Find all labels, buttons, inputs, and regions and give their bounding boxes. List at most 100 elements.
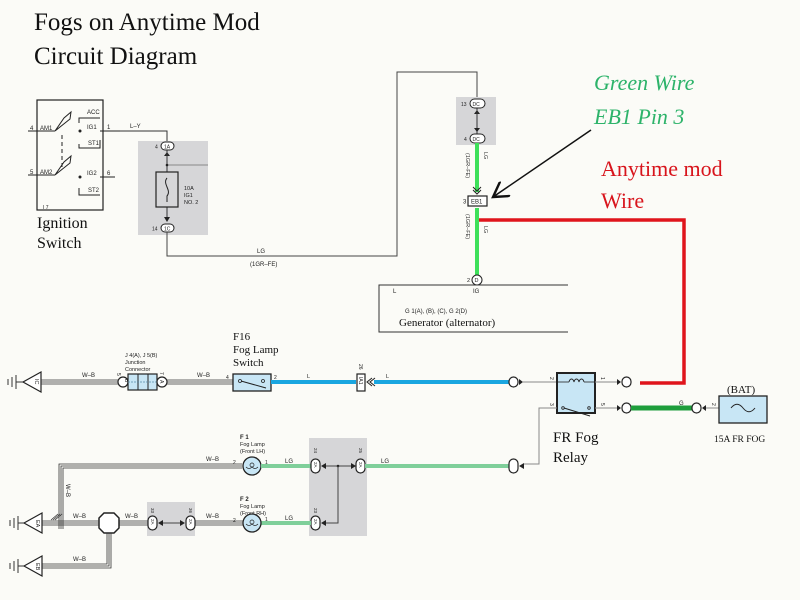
ignition-switch-ref: I 7 xyxy=(43,205,49,211)
relay-pin2: 2 xyxy=(548,377,554,380)
generator-refs: G 1(A), (B), (C), G 2(D) xyxy=(405,309,467,315)
wire-wb-33 xyxy=(118,520,148,526)
fog-lamp-switch: F16 Fog Lamp Switch 4 2 xyxy=(226,331,279,392)
fog-lh-pin-in: 2 xyxy=(233,460,236,466)
relay-pin1: 1 xyxy=(599,377,605,380)
wire-lg-upper-note: (1GR–FE) xyxy=(464,153,470,178)
annotation-anytime-line2: Wire xyxy=(601,188,644,213)
fog-switch-ref: F16 xyxy=(233,331,251,343)
connector-1a-label: 1A xyxy=(164,145,171,151)
generator-pin-d: D xyxy=(475,278,479,284)
junction-pin-left-num: 5 xyxy=(115,373,121,376)
connector-dc-top-label: DC xyxy=(473,102,481,108)
junction-label-line1: J 4(A), J 5(B) xyxy=(125,353,158,359)
wire-wb-label-vert: W–B xyxy=(64,484,70,497)
wire-wb-lh xyxy=(58,463,242,529)
fog-switch-label-line3: Switch xyxy=(233,357,264,369)
relay-name-line2: Relay xyxy=(553,450,588,466)
wire-l-label-1: L xyxy=(307,374,310,380)
connector-2a-label-33: 2A xyxy=(150,519,155,525)
fuse-fog-source: (BAT) xyxy=(727,384,755,396)
relay-connector-pin1 xyxy=(617,376,632,388)
connector-2a-pin23-num: 23 xyxy=(313,508,318,514)
pin-am2-num: 5 xyxy=(30,170,34,176)
annotation-green-wire-line2: EB1 Pin 3 xyxy=(593,104,684,129)
wire-wb-rh xyxy=(195,520,243,526)
wire-l-y xyxy=(120,130,168,142)
ground-ea-label: EA xyxy=(34,520,40,528)
ignition-switch-label-line1: Ignition xyxy=(37,215,88,232)
ignition-switch-label-line2: Switch xyxy=(37,235,81,252)
wire-wb-2 xyxy=(167,379,233,385)
fr-fog-relay: 2 1 3 5 FR Fog Relay xyxy=(548,372,605,466)
ground-ic: IC xyxy=(7,370,42,394)
wire-l-y-label: L–Y xyxy=(130,124,141,130)
connector-1a-num: 4 xyxy=(155,145,158,151)
splice-junction xyxy=(98,512,120,534)
fuse-ig1-name: IG1 xyxy=(184,193,193,199)
wire-wb-label-eb: W–B xyxy=(73,557,86,563)
junction-pin-right: A xyxy=(158,380,164,384)
wire-wb-1 xyxy=(41,379,120,385)
pin-st2-label: ST2 xyxy=(88,188,100,194)
annotation-green-wire-line1: Green Wire xyxy=(594,70,695,95)
fuse-fr-fog: 2 (BAT) 15A FR FOG xyxy=(691,384,768,445)
ground-ic-label: IC xyxy=(33,379,39,385)
connector-eb1 xyxy=(467,195,488,207)
dc-connector-block: DC 13 DC 4 xyxy=(456,97,496,145)
wire-wb-label-ea: W–B xyxy=(73,514,86,520)
wire-wb-label-33: W–B xyxy=(125,514,138,520)
wire-lg-label-relay: LG xyxy=(381,459,389,465)
junction-pin-left: B xyxy=(123,379,129,383)
pin-ig1-num: 1 xyxy=(107,125,111,131)
fog-switch-pin-out: 2 xyxy=(274,375,277,381)
wire-wb-label-2: W–B xyxy=(197,373,210,379)
fog-switch-pin-in: 4 xyxy=(226,375,229,381)
wire-l-label-2: L xyxy=(386,374,389,380)
connector-1c-num: 14 xyxy=(152,227,158,233)
wire-lg-lower-label: LG xyxy=(482,226,488,233)
relay-connector-pin2 xyxy=(508,376,556,388)
pin-am1-num: 4 xyxy=(30,126,34,132)
connector-2a-pin25: 2A 25 xyxy=(351,448,366,474)
relay-pin3: 3 xyxy=(548,403,554,406)
fog-rh-label-line2: Fog Lamp xyxy=(240,504,265,510)
relay-connector-pin5 xyxy=(617,402,632,414)
red-anytime-wire xyxy=(479,218,686,385)
pin-ig2-label: IG2 xyxy=(87,171,97,177)
connector-2a-pin36-num: 36 xyxy=(188,508,193,514)
fuse-ig1-number: NO. 2 xyxy=(184,200,198,206)
generator-pin-num: 2 xyxy=(467,278,470,284)
junction-connector: B 5 A 7 J 4(A), J 5(B) Junction Connecto… xyxy=(115,353,168,391)
wire-lg-label: LG xyxy=(257,249,265,255)
wire-lg-label-rh: LG xyxy=(285,516,293,522)
connector-1c-label: 1C xyxy=(164,227,171,233)
pin-st1-label: ST1 xyxy=(88,141,100,147)
fog-rh-ref: F 2 xyxy=(240,497,249,503)
pin-acc-label: ACC xyxy=(87,110,100,116)
wire-wb-ea xyxy=(41,513,99,526)
fog-lamp-front-lh: F 1 Fog Lamp (Front LH) 2 1 xyxy=(233,435,268,476)
junction-pin-right-num: 7 xyxy=(158,372,164,375)
pin-am2-label: AM2 xyxy=(40,170,53,176)
diagram-title-line2: Circuit Diagram xyxy=(34,43,198,70)
generator-name: Generator (alternator) xyxy=(399,317,496,329)
relay-pin5: 5 xyxy=(599,403,605,406)
connector-2a-label-23: 2A xyxy=(313,519,318,525)
fog-lh-pin-out: 1 xyxy=(265,460,268,466)
pin-ig2-num: 6 xyxy=(107,171,111,177)
wire-lg-lower-note: (1GR–FE) xyxy=(464,214,470,239)
connector-2a-pin25-num: 25 xyxy=(358,448,363,454)
connector-2a-pin24-num: 24 xyxy=(313,448,318,454)
relay-connector-pin3 xyxy=(508,458,524,474)
wire-g-label: G xyxy=(679,401,684,407)
wire-lg-1gr-fe xyxy=(166,71,478,257)
fuse-ig1-block: 1A 4 10A IG1 NO. 2 1C 14 xyxy=(138,141,208,235)
connector-2a-label-24: 2A xyxy=(313,462,318,468)
fog-lh-label-line2: Fog Lamp xyxy=(240,442,265,448)
fuse-fog-pin: 2 xyxy=(710,403,716,406)
junction-label-line2: Junction xyxy=(125,360,146,366)
connector-2a-label-36: 2A xyxy=(188,519,193,525)
generator-box xyxy=(378,284,568,333)
connector-2a-pin36: 2A 36 xyxy=(180,508,196,531)
